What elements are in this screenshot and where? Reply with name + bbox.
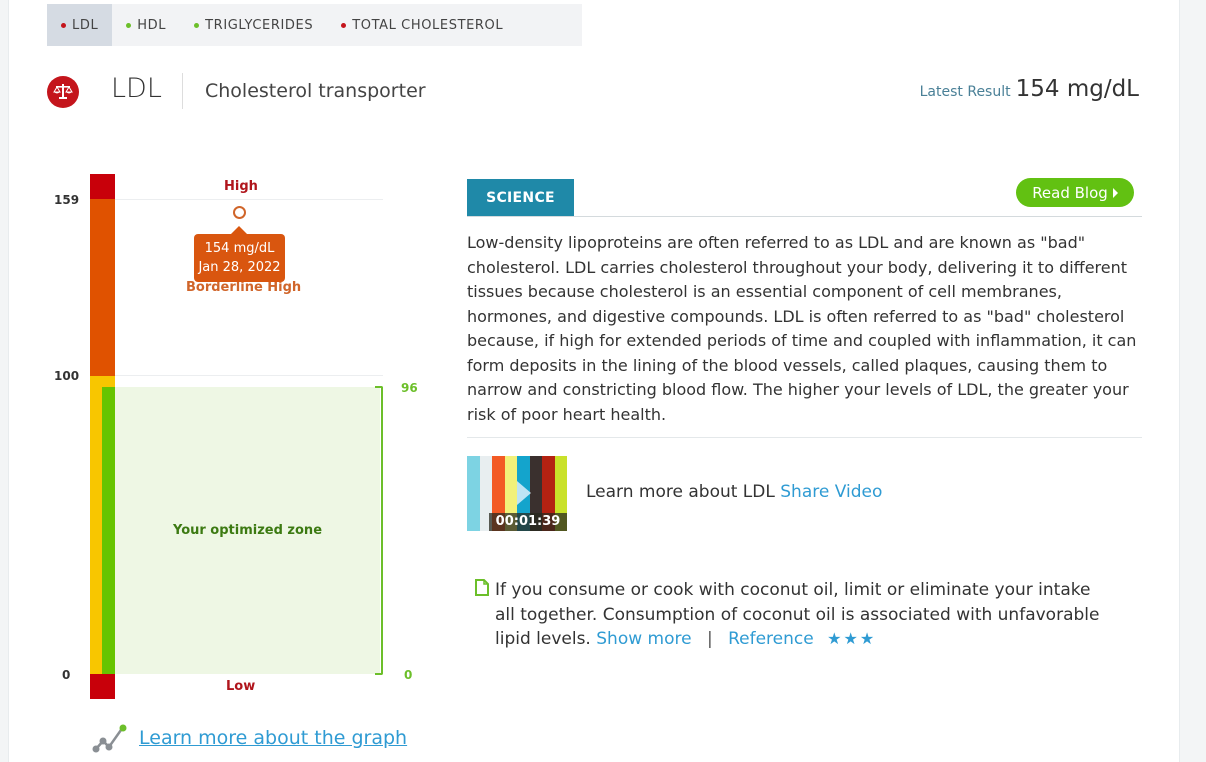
video-caption: Learn more about LDL Share Video	[586, 482, 882, 502]
learn-more-graph-link[interactable]: Learn more about the graph	[139, 727, 408, 749]
tooltip-value: 154 mg/dL	[204, 241, 275, 256]
status-dot-icon	[194, 22, 200, 28]
page-container: LDL HDL TRIGLYCERIDES TOTAL CHOLESTEROL …	[8, 0, 1180, 762]
zone-label-high: High	[224, 179, 258, 194]
range-bar-optimized	[102, 387, 115, 674]
video-text: Learn more about LDL	[586, 482, 775, 502]
optimized-range-bottom: 0	[404, 668, 413, 682]
tab-label: HDL	[137, 17, 167, 33]
latest-result: Latest Result 154 mg/dL	[920, 76, 1139, 102]
tab-label: TRIGLYCERIDES	[205, 17, 314, 33]
status-dot-icon	[341, 22, 347, 28]
zone-label-low: Low	[226, 679, 256, 694]
status-dot-icon	[61, 22, 66, 28]
line-graph-icon	[92, 724, 127, 753]
biomarker-tabs: LDL HDL TRIGLYCERIDES TOTAL CHOLESTEROL	[47, 4, 582, 46]
tip-text: If you consume or cook with coconut oil,…	[495, 580, 1100, 649]
range-bar-borderline-high	[90, 199, 115, 376]
link-separator: |	[706, 629, 713, 649]
caret-right-icon	[1112, 187, 1118, 198]
tab-hdl[interactable]: HDL	[112, 4, 180, 46]
optimized-zone: Your optimized zone	[115, 387, 380, 674]
tooltip-date: Jan 28, 2022	[198, 260, 281, 275]
description-divider	[467, 437, 1142, 438]
header-divider	[182, 73, 183, 109]
y-tick-100: 100	[54, 369, 80, 383]
latest-result-label: Latest Result	[919, 84, 1011, 100]
show-more-link[interactable]: Show more	[596, 629, 692, 649]
play-icon	[517, 481, 531, 505]
gridline-100	[115, 375, 383, 376]
tab-triglycerides[interactable]: TRIGLYCERIDES	[180, 4, 327, 46]
data-point-marker[interactable]	[233, 206, 246, 219]
gridline-159	[115, 199, 383, 200]
science-description: Low-density lipoproteins are often refer…	[467, 233, 1137, 424]
video-thumbnail[interactable]: 00:01:39	[467, 456, 567, 531]
page-title: LDL	[111, 73, 162, 104]
read-blog-button[interactable]: Read Blog	[1016, 178, 1134, 207]
zone-label-borderline-high: Borderline High	[186, 280, 302, 295]
page-subtitle: Cholesterol transporter	[205, 80, 426, 102]
status-dot-icon	[126, 22, 132, 28]
optimized-range-top: 96	[401, 381, 418, 395]
video-duration: 00:01:39	[489, 513, 567, 531]
reference-link[interactable]: Reference	[728, 629, 814, 649]
tab-science[interactable]: SCIENCE	[467, 179, 574, 216]
optimized-range-bracket	[375, 386, 383, 675]
recommendation-tip: If you consume or cook with coconut oil,…	[495, 578, 1115, 652]
share-video-link[interactable]: Share Video	[780, 482, 883, 502]
read-blog-label: Read Blog	[1032, 183, 1108, 202]
learn-graph-row: Learn more about the graph	[91, 722, 407, 754]
optimized-zone-label: Your optimized zone	[172, 523, 323, 538]
latest-result-value: 154 mg/dL	[1015, 76, 1139, 102]
science-divider	[467, 216, 1142, 217]
data-point-tooltip: 154 mg/dL Jan 28, 2022	[194, 226, 285, 282]
scales-icon	[47, 76, 79, 108]
y-tick-159: 159	[54, 193, 80, 207]
tab-label: LDL	[72, 17, 99, 33]
range-bar-low	[90, 674, 115, 699]
tab-label: TOTAL CHOLESTEROL	[352, 17, 504, 33]
range-bar-high	[90, 174, 115, 199]
tab-total-cholesterol[interactable]: TOTAL CHOLESTEROL	[327, 4, 517, 46]
star-rating-icon: ★★★	[827, 629, 877, 648]
document-icon	[475, 579, 489, 600]
tab-ldl[interactable]: LDL	[47, 4, 113, 46]
y-tick-0: 0	[62, 668, 71, 682]
